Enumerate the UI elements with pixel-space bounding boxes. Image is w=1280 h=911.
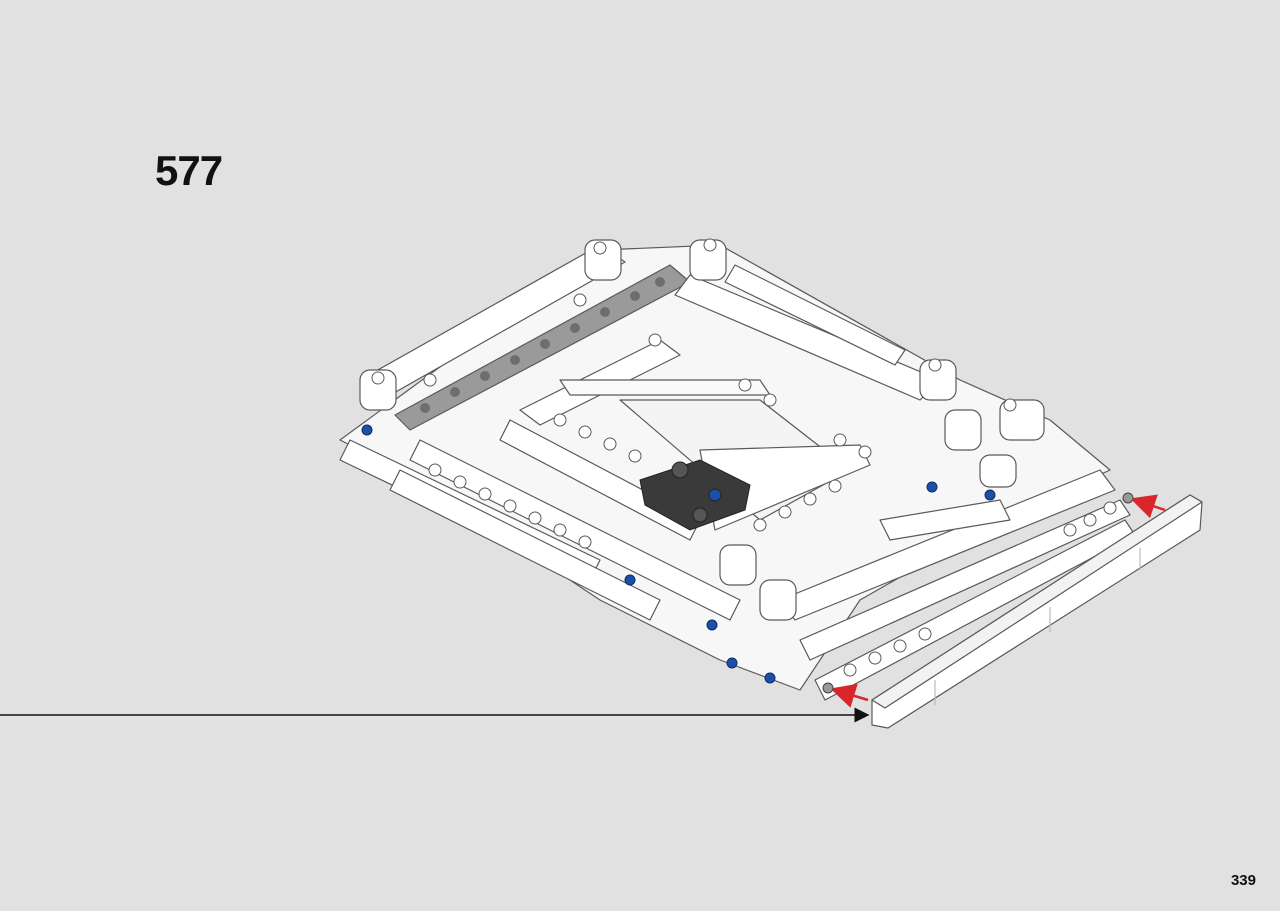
blue-pins: [361, 424, 996, 684]
bumper-part: [871, 494, 1203, 729]
page-number: 339: [1230, 872, 1256, 889]
technic-frame: [339, 239, 1136, 701]
insert-direction-arrows: [822, 492, 1166, 708]
step-number: 577: [155, 147, 223, 194]
dark-connector-block: [639, 459, 751, 531]
beam-holes: [371, 238, 1117, 677]
